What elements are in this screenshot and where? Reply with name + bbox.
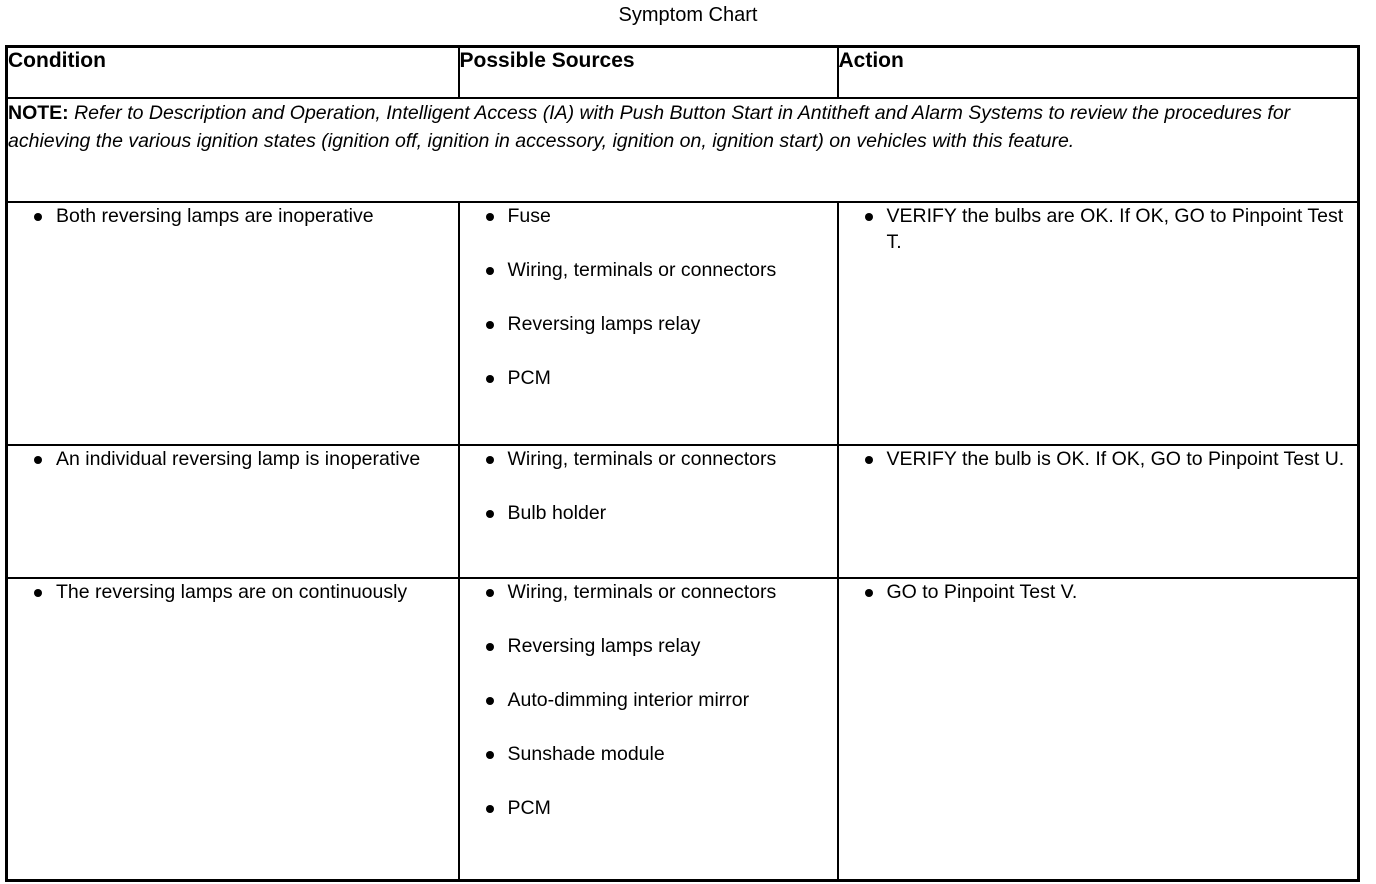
list-item: Bulb holder	[460, 500, 837, 526]
column-header-condition: Condition	[5, 45, 460, 99]
bullet-icon	[864, 589, 873, 597]
bullet-list-sources: Fuse Wiring, terminals or connectors Rev…	[460, 203, 837, 391]
bullet-list-action: VERIFY the bulb is OK. If OK, GO to Pinp…	[839, 446, 1358, 472]
bullet-list-condition: An individual reversing lamp is inoperat…	[8, 446, 458, 472]
list-item: Wiring, terminals or connectors	[460, 579, 837, 605]
bullet-list-action: GO to Pinpoint Test V.	[839, 579, 1358, 605]
note-cell: NOTE: Refer to Description and Operation…	[5, 97, 1360, 203]
bullet-list-sources: Wiring, terminals or connectors Bulb hol…	[460, 446, 837, 526]
bullet-icon	[485, 643, 494, 651]
list-item: Reversing lamps relay	[460, 633, 837, 659]
bullet-icon	[485, 456, 494, 464]
bullet-icon	[485, 375, 494, 383]
list-item: Fuse	[460, 203, 837, 229]
list-item-label: VERIFY the bulbs are OK. If OK, GO to Pi…	[886, 205, 1344, 253]
list-item: VERIFY the bulbs are OK. If OK, GO to Pi…	[839, 203, 1358, 255]
bullet-icon	[485, 267, 494, 275]
bullet-icon	[864, 456, 873, 464]
note-label: NOTE:	[8, 102, 69, 124]
cell-action: GO to Pinpoint Test V.	[836, 577, 1360, 882]
list-item: Sunshade module	[460, 741, 837, 767]
bullet-list-condition: The reversing lamps are on continuously	[8, 579, 458, 605]
bullet-icon	[485, 805, 494, 813]
list-item-label: PCM	[507, 797, 551, 819]
list-item-label: Wiring, terminals or connectors	[507, 259, 777, 281]
list-item-label: Reversing lamps relay	[507, 313, 701, 335]
list-item-label: Sunshade module	[507, 743, 665, 765]
list-item: Both reversing lamps are inoperative	[8, 203, 458, 229]
table-row: An individual reversing lamp is inoperat…	[5, 444, 1360, 579]
bullet-icon	[864, 213, 873, 221]
list-item-label: Auto-dimming interior mirror	[507, 689, 750, 711]
note-row: NOTE: Refer to Description and Operation…	[5, 97, 1360, 203]
bullet-icon	[485, 321, 494, 329]
bullet-icon	[485, 213, 494, 221]
bullet-icon	[485, 751, 494, 759]
list-item-label: Wiring, terminals or connectors	[507, 448, 777, 470]
table-row: Both reversing lamps are inoperative Fus…	[5, 201, 1360, 446]
cell-action: VERIFY the bulbs are OK. If OK, GO to Pi…	[836, 201, 1360, 446]
page-title: Symptom Chart	[618, 4, 758, 26]
list-item-label: An individual reversing lamp is inoperat…	[56, 448, 421, 470]
table-row: The reversing lamps are on continuously …	[5, 577, 1360, 882]
list-item-label: Wiring, terminals or connectors	[507, 581, 777, 603]
list-item-label: Both reversing lamps are inoperative	[56, 205, 374, 227]
bullet-icon	[34, 456, 42, 464]
column-header-possible-sources: Possible Sources	[457, 45, 839, 99]
list-item: PCM	[460, 365, 837, 391]
list-item-label: Bulb holder	[507, 502, 607, 524]
cell-condition: The reversing lamps are on continuously	[5, 577, 460, 882]
note-text: Refer to Description and Operation, Inte…	[8, 102, 1291, 152]
bullet-list-action: VERIFY the bulbs are OK. If OK, GO to Pi…	[839, 203, 1358, 255]
list-item-label: The reversing lamps are on continuously	[56, 581, 408, 603]
symptom-chart-table: Condition Possible Sources Action NOTE: …	[5, 45, 1360, 882]
list-item: The reversing lamps are on continuously	[8, 579, 458, 605]
bullet-icon	[485, 697, 494, 705]
table-header-row: Condition Possible Sources Action	[5, 45, 1360, 99]
list-item: PCM	[460, 795, 837, 821]
list-item: GO to Pinpoint Test V.	[839, 579, 1358, 605]
list-item-label: Reversing lamps relay	[507, 635, 701, 657]
list-item-label: PCM	[507, 367, 551, 389]
list-item: Auto-dimming interior mirror	[460, 687, 837, 713]
list-item: Wiring, terminals or connectors	[460, 446, 837, 472]
list-item: Wiring, terminals or connectors	[460, 257, 837, 283]
list-item-label: Fuse	[507, 205, 551, 227]
bullet-list-condition: Both reversing lamps are inoperative	[8, 203, 458, 229]
bullet-icon	[34, 213, 42, 221]
bullet-icon	[485, 589, 494, 597]
column-header-action: Action	[836, 45, 1360, 99]
cell-condition: Both reversing lamps are inoperative	[5, 201, 460, 446]
cell-possible-sources: Wiring, terminals or connectors Reversin…	[457, 577, 839, 882]
list-item-label: VERIFY the bulb is OK. If OK, GO to Pinp…	[886, 448, 1345, 470]
cell-possible-sources: Fuse Wiring, terminals or connectors Rev…	[457, 201, 839, 446]
list-item: Reversing lamps relay	[460, 311, 837, 337]
cell-condition: An individual reversing lamp is inoperat…	[5, 444, 460, 579]
cell-possible-sources: Wiring, terminals or connectors Bulb hol…	[457, 444, 839, 579]
bullet-list-sources: Wiring, terminals or connectors Reversin…	[460, 579, 837, 821]
bullet-icon	[485, 510, 494, 518]
bullet-icon	[34, 589, 42, 597]
list-item: An individual reversing lamp is inoperat…	[8, 446, 458, 472]
list-item-label: GO to Pinpoint Test V.	[886, 581, 1078, 603]
list-item: VERIFY the bulb is OK. If OK, GO to Pinp…	[839, 446, 1358, 472]
cell-action: VERIFY the bulb is OK. If OK, GO to Pinp…	[836, 444, 1360, 579]
